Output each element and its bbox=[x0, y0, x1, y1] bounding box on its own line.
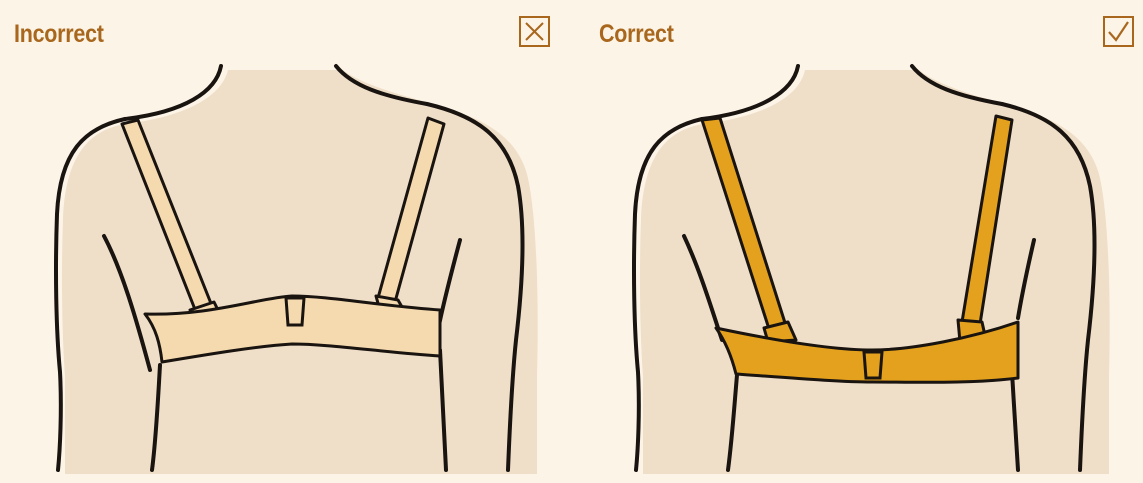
correct-panel: Correct bbox=[572, 0, 1143, 483]
correct-back-illustration bbox=[572, 0, 1143, 483]
center-hook bbox=[286, 298, 304, 325]
center-hook bbox=[864, 352, 882, 378]
incorrect-panel: Incorrect bbox=[0, 0, 571, 483]
incorrect-back-illustration bbox=[0, 0, 571, 483]
